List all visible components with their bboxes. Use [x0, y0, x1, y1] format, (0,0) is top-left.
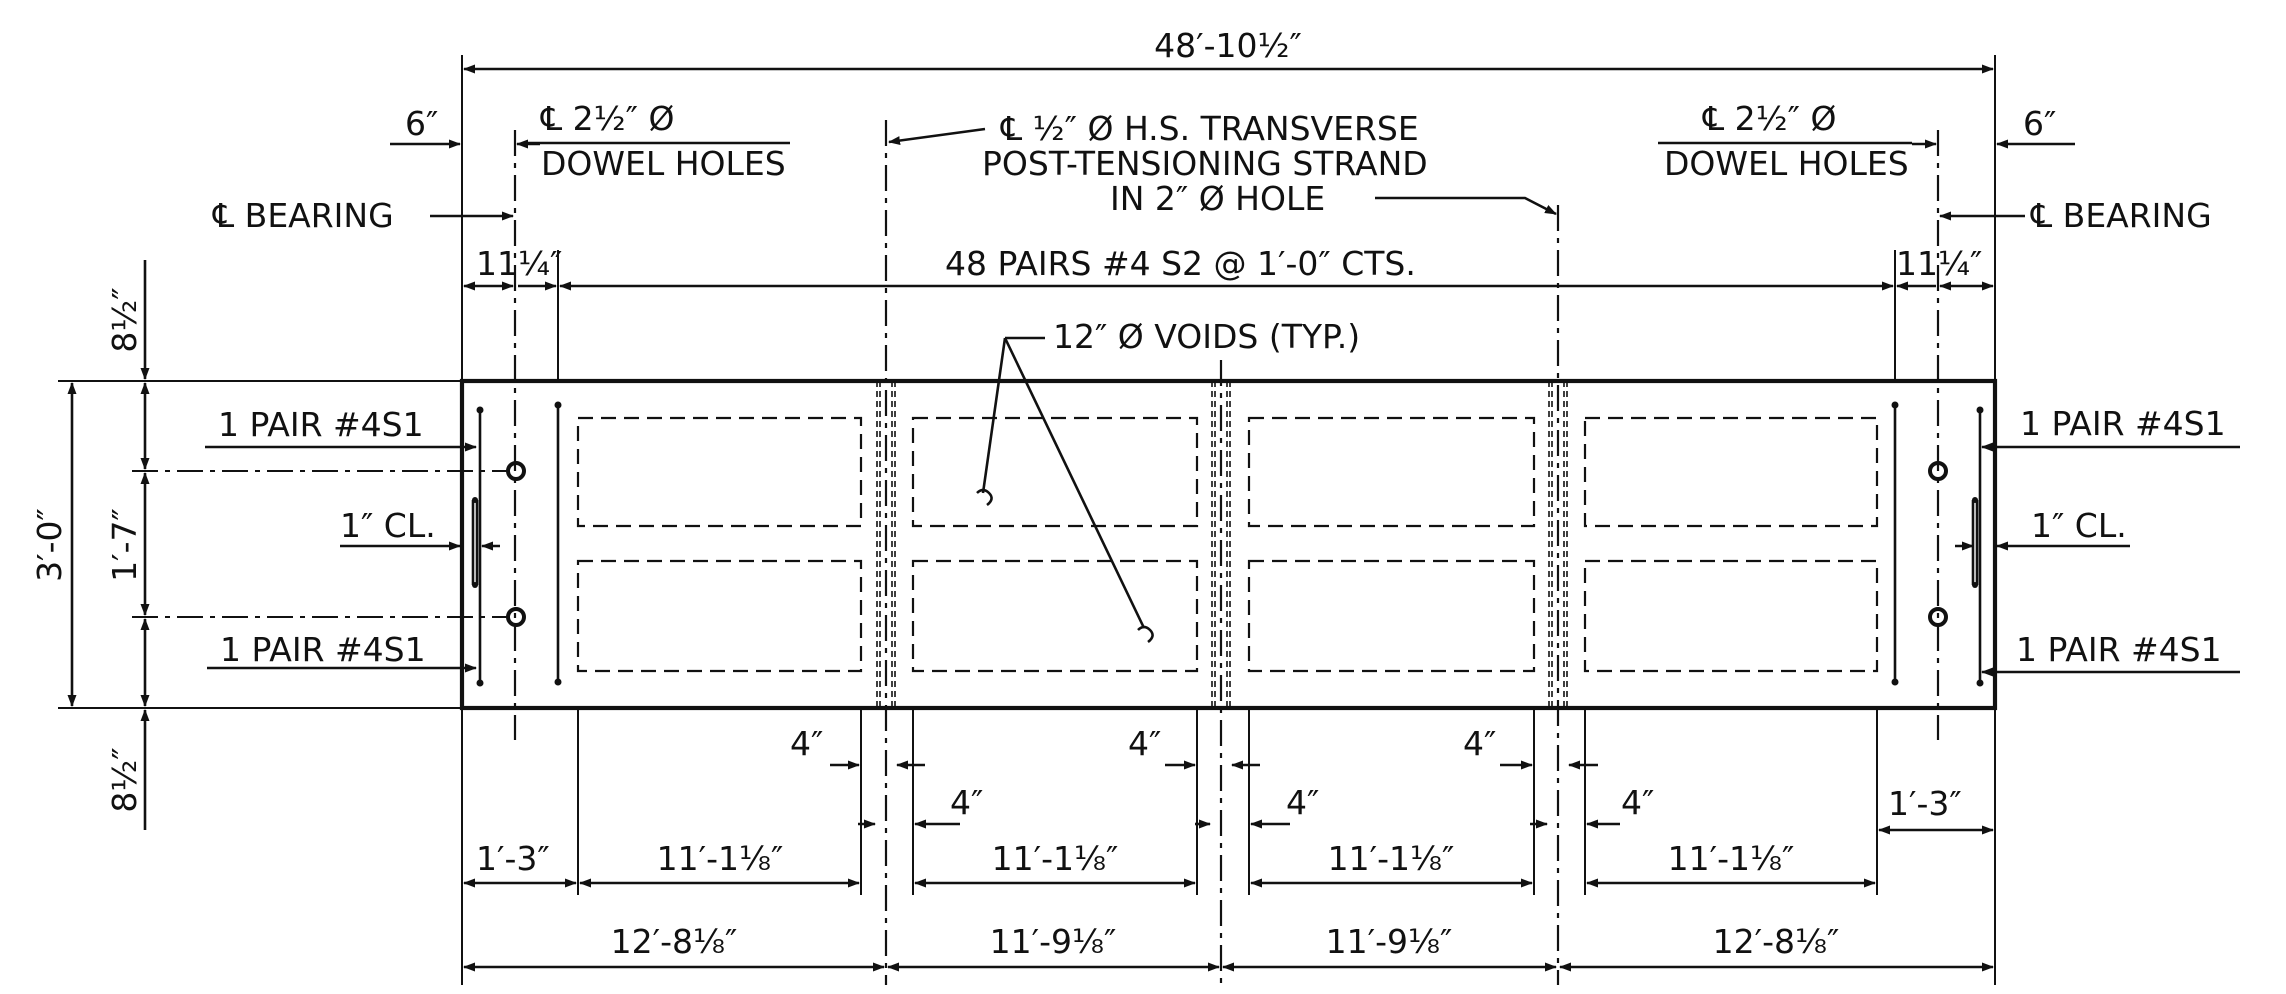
left-edge-to-dowel: 6″ [405, 104, 438, 143]
void-length-4: 11′-1⅛″ [1668, 839, 1795, 878]
void [1583, 416, 1879, 528]
left-bearing-label: ℄ BEARING [212, 196, 394, 235]
diaphragm-width-3: 4″ [1463, 724, 1496, 763]
void [911, 416, 1199, 528]
void [576, 559, 863, 673]
depth-label: 3′-0″ [30, 508, 69, 582]
void [1583, 559, 1879, 673]
strand-holes [876, 381, 1568, 708]
right-bearing-label: ℄ BEARING [2030, 196, 2212, 235]
end-bars [471, 401, 1984, 687]
void [1247, 416, 1536, 528]
void-length-3: 11′-1⅛″ [1328, 839, 1455, 878]
left-clear-label: 1″ CL. [340, 506, 436, 545]
strand-label-2: POST-TENSIONING STRAND [982, 144, 1428, 183]
bottom-cover: 8½″ [105, 747, 144, 812]
voids-note: 12″ Ø VOIDS (TYP.) [1053, 317, 1360, 356]
left-bar-bottom-label: 1 PAIR #4S1 [220, 630, 426, 669]
segment-length-3: 11′-9⅛″ [1326, 922, 1453, 961]
end-block-right: 1′-3″ [1888, 784, 1962, 823]
bottom-extension-lines [577, 708, 1878, 895]
segment-length-1: 12′-8⅛″ [611, 922, 738, 961]
void-length-2: 11′-1⅛″ [992, 839, 1119, 878]
strand-label-3: IN 2″ Ø HOLE [1110, 179, 1325, 218]
right-edge-to-dowel: 6″ [2023, 104, 2056, 143]
void [911, 559, 1199, 673]
dowel-hole [1928, 607, 1948, 627]
dowel-hole [506, 607, 526, 627]
overall-length: 48′-10½″ [1154, 26, 1302, 65]
diaphragm-width-2: 4″ [1128, 724, 1161, 763]
right-dowel-label-1: ℄ 2½″ Ø [1702, 99, 1836, 138]
right-clear-label: 1″ CL. [2031, 506, 2127, 545]
diaphragm-width-4: 4″ [950, 783, 983, 822]
right-end-spacing: 11¼″ [1896, 244, 1982, 283]
left-bar-top-label: 1 PAIR #4S1 [218, 405, 424, 444]
dowel-hole [506, 461, 526, 481]
segment-length-2: 11′-9⅛″ [990, 922, 1117, 961]
segment-length-4: 12′-8⅛″ [1713, 922, 1840, 961]
diaphragm-width-1: 4″ [790, 724, 823, 763]
top-cover: 8½″ [105, 287, 144, 352]
left-dowel-label-2: DOWEL HOLES [541, 144, 786, 183]
void [1247, 559, 1536, 673]
void-length-1: 11′-1⅛″ [657, 839, 784, 878]
left-end-spacing: 11¼″ [476, 244, 562, 283]
stirrup-spacing: 48 PAIRS #4 S2 @ 1′-0″ CTS. [945, 244, 1416, 283]
left-dowel-label-1: ℄ 2½″ Ø [540, 99, 674, 138]
end-block-left: 1′-3″ [476, 839, 550, 878]
diaphragm-width-6: 4″ [1621, 783, 1654, 822]
diaphragm-width-5: 4″ [1286, 783, 1319, 822]
void [576, 416, 863, 528]
dowel-hole [1928, 461, 1948, 481]
right-dowel-label-2: DOWEL HOLES [1664, 144, 1909, 183]
voids [576, 416, 1879, 673]
beam-outline [459, 378, 1998, 711]
dowel-holes [506, 461, 1948, 627]
right-bar-bottom-label: 1 PAIR #4S1 [2016, 630, 2222, 669]
dowel-spacing: 1′-7″ [105, 508, 144, 582]
strand-label-1: ℄ ½″ Ø H.S. TRANSVERSE [1000, 109, 1419, 148]
right-bar-top-label: 1 PAIR #4S1 [2020, 404, 2226, 443]
